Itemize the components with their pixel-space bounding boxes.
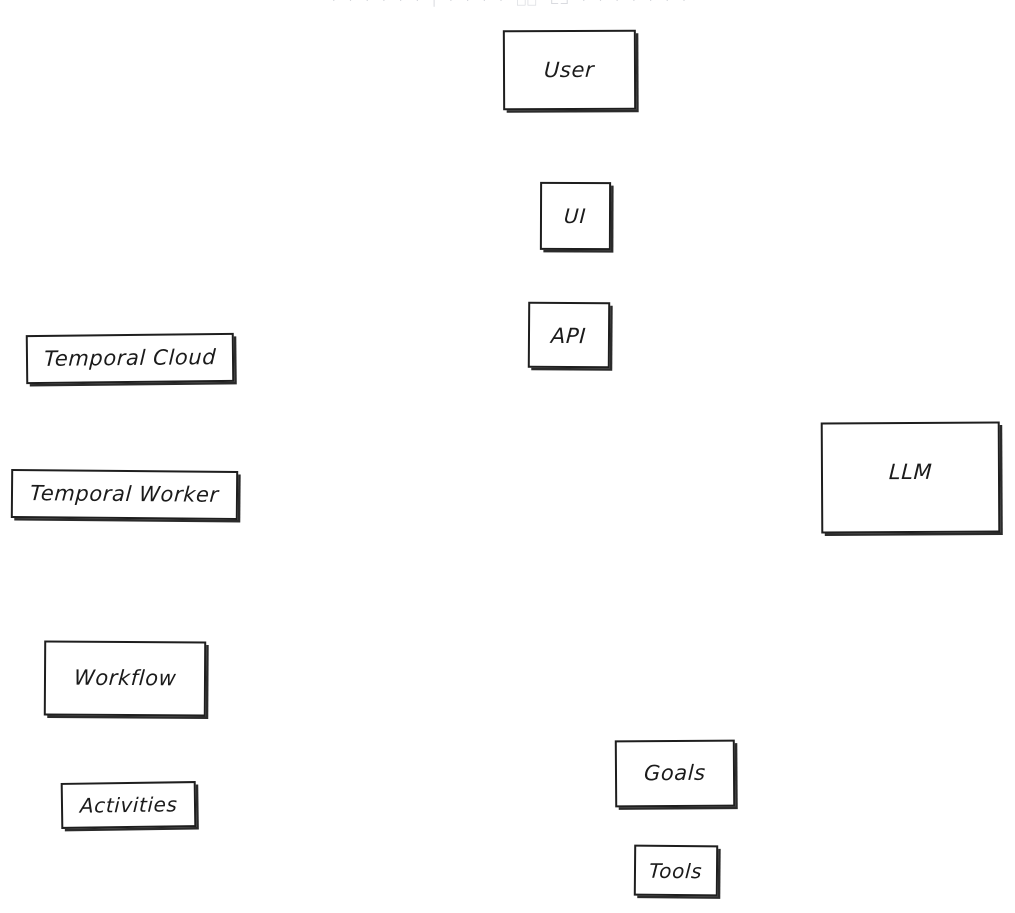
node-label: Activities — [79, 792, 178, 818]
toolbar-fragment: · — [682, 0, 686, 7]
node-activities[interactable]: Activities — [60, 781, 197, 829]
cropped-toolbar-items: · · · · · · | · · · · □□ ⊏⊐ · · · · · · … — [274, 0, 744, 9]
toolbar-fragment: · — [465, 0, 470, 7]
toolbar-fragment: · — [415, 0, 420, 7]
toolbar-fragment: · — [598, 0, 603, 7]
toolbar-fragment: · — [449, 0, 453, 7]
node-label: User — [543, 57, 596, 82]
toolbar-fragment: · — [398, 0, 403, 7]
node-label: Temporal Cloud — [43, 345, 217, 371]
toolbar-fragment: | — [432, 0, 437, 7]
toolbar-fragment: · — [665, 0, 670, 7]
toolbar-fragment: · — [615, 0, 620, 7]
node-user[interactable]: User — [502, 29, 637, 111]
toolbar-fragment: · — [332, 0, 336, 7]
node-ui[interactable]: UI — [539, 181, 612, 251]
toolbar-fragment: · — [382, 0, 386, 7]
node-api[interactable]: API — [527, 301, 611, 369]
node-goals[interactable]: Goals — [614, 739, 736, 808]
toolbar-fragment: · — [365, 0, 370, 7]
toolbar-fragment: · — [499, 0, 503, 7]
node-label: Workflow — [73, 665, 177, 691]
node-tools[interactable]: Tools — [633, 844, 719, 897]
node-workflow[interactable]: Workflow — [43, 640, 207, 717]
toolbar-fragment: · — [632, 0, 636, 7]
node-temporal-cloud[interactable]: Temporal Cloud — [25, 332, 235, 385]
node-temporal-worker[interactable]: Temporal Worker — [10, 469, 239, 520]
toolbar-fragment: · — [482, 0, 487, 7]
toolbar-fragment: · — [348, 0, 353, 7]
node-label: LLM — [888, 459, 933, 485]
node-label: Goals — [643, 760, 707, 786]
node-llm[interactable]: LLM — [820, 421, 1001, 534]
cropped-toolbar-strip: · · · · · · | · · · · □□ ⊏⊐ · · · · · · … — [0, 0, 1015, 9]
toolbar-fragment: ⊏⊐ — [550, 0, 570, 7]
node-label: Tools — [648, 858, 704, 883]
node-label: API — [550, 323, 588, 348]
toolbar-fragment: □□ — [515, 0, 538, 7]
toolbar-fragment: · — [582, 0, 586, 7]
node-label: UI — [563, 203, 588, 229]
toolbar-fragment: · — [648, 0, 653, 7]
node-label: Temporal Worker — [29, 481, 220, 507]
